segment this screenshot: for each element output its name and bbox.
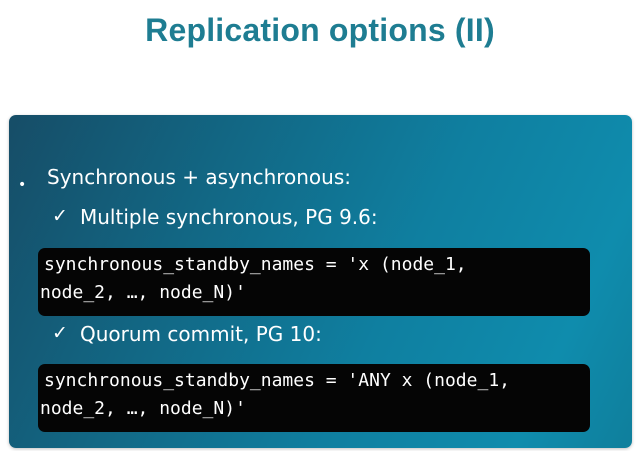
code-line: node_2, …, node_N)' — [40, 398, 246, 419]
main-item-text: Synchronous + asynchronous: — [47, 165, 352, 189]
code-line: node_2, …, node_N)' — [40, 282, 246, 303]
code-line: synchronous_standby_names = 'x (node_1, — [44, 254, 467, 275]
sub-item-quorum-commit: Quorum commit, PG 10: — [80, 322, 322, 346]
checkmark-icon: ✓ — [52, 205, 68, 227]
bullet-point: • — [18, 177, 27, 193]
code-block-quorum-commit: synchronous_standby_names = 'ANY x (node… — [38, 364, 590, 432]
code-line: synchronous_standby_names = 'ANY x (node… — [44, 370, 510, 391]
code-block-multiple-synchronous: synchronous_standby_names = 'x (node_1,n… — [38, 248, 590, 316]
slide-title: Replication options (II) — [145, 12, 495, 48]
sub-item-multiple-synchronous: Multiple synchronous, PG 9.6: — [80, 205, 378, 229]
checkmark-icon: ✓ — [52, 322, 68, 344]
